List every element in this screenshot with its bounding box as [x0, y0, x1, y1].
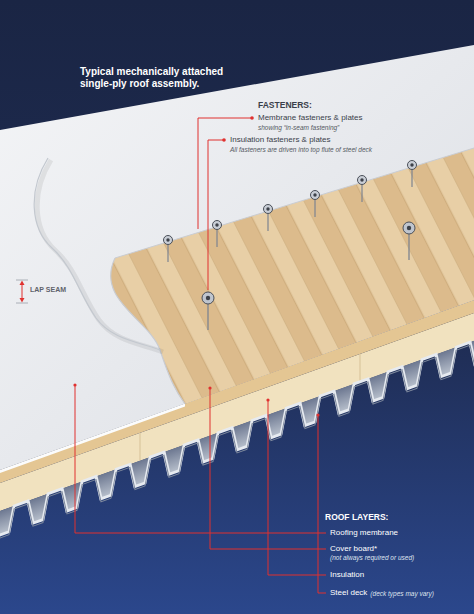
title-holder: Typical mechanically attached single-ply… — [80, 66, 240, 90]
layer-label: Cover board* — [330, 544, 377, 554]
lap-seam-bracket — [16, 280, 28, 303]
title: Typical mechanically attached single-ply… — [80, 66, 240, 90]
layer-note: (deck types may vary) — [370, 590, 434, 598]
label-holder: ROOF LAYERS: — [325, 512, 388, 522]
layer-label: Insulation — [330, 570, 364, 580]
membrane-edge — [115, 148, 474, 258]
label-holder: Roofing membrane — [330, 528, 398, 538]
roofing-membrane — [0, 45, 474, 470]
cover-board — [111, 148, 474, 404]
label-holder: (deck types may vary) — [370, 590, 434, 598]
label-holder: Steel deck — [330, 588, 367, 598]
label-holder: Cover board* — [330, 544, 377, 554]
callout-note: All fasteners are driven into top flute … — [230, 146, 372, 154]
insulation-fasteners — [202, 222, 415, 330]
layer-leaders — [73, 383, 326, 593]
membrane-fasteners — [164, 161, 417, 263]
label-holder: (not always required or used) — [330, 554, 414, 562]
layer-label: Roofing membrane — [330, 528, 398, 538]
layer-note: (not always required or used) — [330, 554, 414, 562]
label-holder: showing “in-seam fastening” — [258, 124, 339, 132]
label-holder: Insulation fasteners & plates — [230, 135, 331, 145]
insulation-joint — [140, 433, 141, 461]
label-holder: All fasteners are driven into top flute … — [230, 146, 372, 154]
callout-label: Membrane fasteners & plates — [258, 113, 363, 123]
callout-note: showing “in-seam fastening” — [258, 124, 339, 132]
label-holder: Membrane fasteners & plates — [258, 113, 363, 123]
callout-label: Insulation fasteners & plates — [230, 135, 331, 145]
insulation-joint — [360, 354, 361, 382]
lap-seam-flap — [34, 158, 160, 350]
label-holder: LAP SEAM — [30, 286, 66, 294]
membrane-cut-edge — [111, 258, 185, 404]
section-heading: ROOF LAYERS: — [325, 512, 388, 522]
dimension-label: LAP SEAM — [30, 286, 66, 294]
layer-label: Steel deck — [330, 588, 367, 598]
label-holder: Insulation — [330, 570, 364, 580]
section-heading: FASTENERS: — [258, 100, 312, 110]
label-holder: FASTENERS: — [258, 100, 312, 110]
